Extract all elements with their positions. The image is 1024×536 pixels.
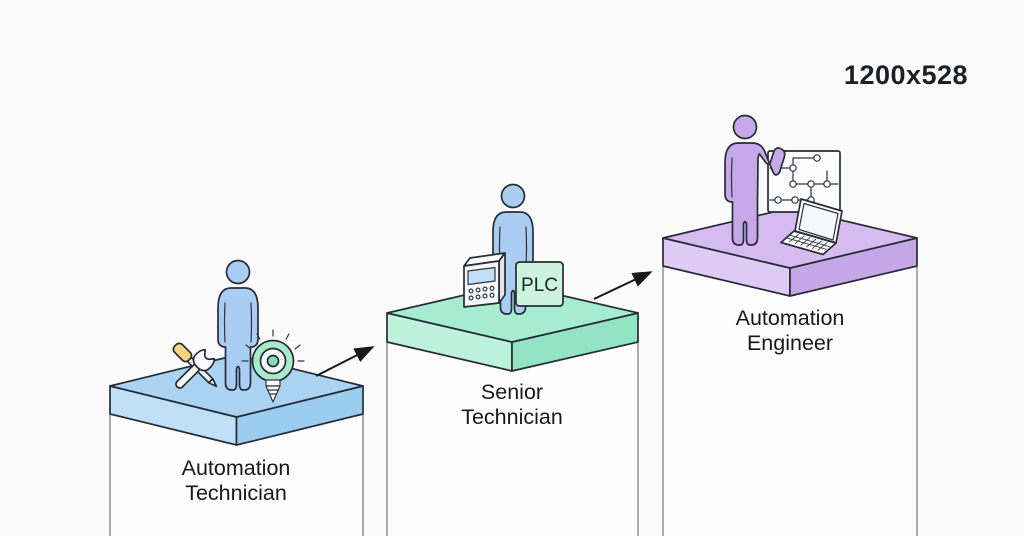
figure-head (500, 183, 526, 209)
step-label-line1: Automation (182, 456, 291, 480)
technician-figure (217, 259, 259, 391)
laptop-screen-inner (798, 202, 839, 241)
figure-arm-lines (223, 302, 253, 343)
wrench-head (192, 348, 216, 372)
step-label-line2: Engineer (747, 331, 833, 355)
progression-arrow-2 (593, 271, 653, 300)
figure-head (225, 259, 251, 285)
progression-arrow-1 (315, 346, 375, 377)
engineer-figure (724, 114, 786, 246)
glow-rays (241, 329, 305, 362)
platform-slab (386, 283, 639, 372)
figure-body-raised-arm (724, 142, 786, 246)
gauge-drill-icon (241, 329, 305, 403)
panel-screen (467, 266, 496, 286)
drill-bit (265, 379, 281, 403)
step-automation-engineer: Automation Engineer (662, 114, 918, 536)
plc-label: PLC (521, 275, 558, 296)
panel-buttons (468, 285, 495, 301)
step-label-line2: Technician (461, 405, 563, 429)
figure-arm-line (730, 157, 733, 198)
laptop-icon (780, 198, 843, 256)
wrench-icon (175, 348, 216, 389)
circuit-traces (769, 154, 839, 204)
plc-box (515, 261, 564, 307)
size-watermark: 1200x528 (844, 60, 968, 90)
figure-head (732, 114, 758, 140)
figure-body (217, 287, 259, 391)
laptop-keyboard (786, 233, 830, 251)
step-senior-technician: PLC Senior Technician (386, 183, 639, 536)
step-label-line1: Senior (481, 380, 543, 404)
panel-side-face (498, 252, 506, 304)
gauge-center (266, 354, 280, 368)
step-label-line1: Automation (736, 306, 845, 330)
step-label-line2: Technician (185, 481, 287, 505)
screwdriver-tip (207, 377, 218, 388)
plc-box-icon: PLC (515, 261, 564, 307)
circuit-board-icon (767, 150, 841, 213)
step-automation-technician: Automation Technician (109, 259, 364, 536)
hmi-panel-icon (463, 252, 506, 308)
